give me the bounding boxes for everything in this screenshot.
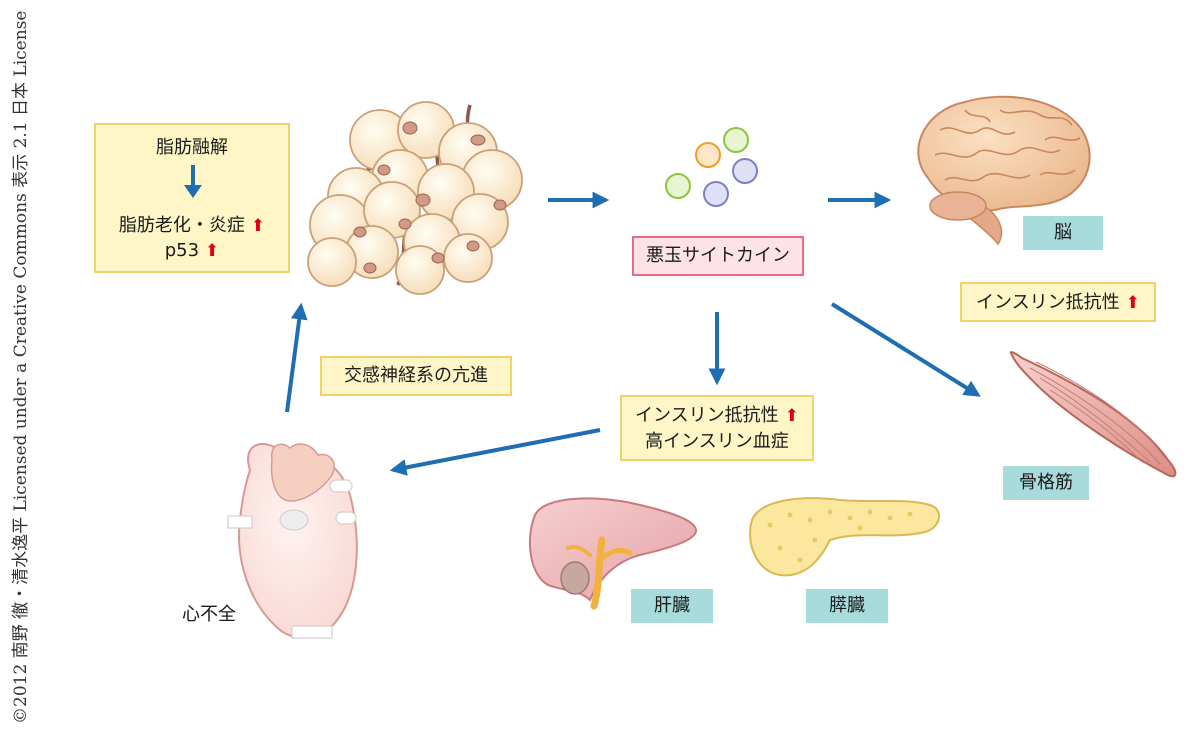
insulin-resistance-line1: インスリン抵抗性 — [635, 405, 779, 426]
cytokine-balls-icon — [665, 127, 758, 207]
lipolysis-box: 脂肪融解 脂肪老化・炎症⬆ p53⬆ — [94, 123, 290, 273]
insulin-resistance-box: インスリン抵抗性⬆ 高インスリン血症 — [620, 395, 814, 461]
down-arrow-icon — [184, 165, 202, 198]
up-arrow-icon: ⬆ — [205, 241, 220, 261]
lipolysis-line2-row: 脂肪老化・炎症⬆ — [96, 215, 288, 238]
brain-insulin-text: インスリン抵抗性 — [976, 292, 1120, 313]
brain-insulin-box: インスリン抵抗性⬆ — [960, 282, 1156, 322]
up-arrow-icon: ⬆ — [250, 216, 266, 236]
brain-insulin-row: インスリン抵抗性⬆ — [962, 292, 1154, 315]
heart-icon — [227, 443, 358, 639]
heart-failure-label: 心不全 — [182, 604, 236, 625]
insulin-resistance-line2: 高インスリン血症 — [645, 431, 789, 452]
arrow-heart-to-fat — [285, 302, 308, 413]
cytokine-label: 悪玉サイトカイン — [632, 236, 804, 276]
copyright-text: ©2012 南野 徹・清水逸平 Licensed under a Creativ… — [11, 10, 31, 724]
brain-label: 脳 — [1023, 216, 1103, 250]
lipolysis-line3-row: p53⬆ — [96, 240, 288, 263]
up-arrow-icon: ⬆ — [1125, 293, 1140, 313]
pancreas-icon — [749, 497, 940, 577]
lipolysis-line1: 脂肪融解 — [156, 137, 228, 158]
arrow-insulin-to-heart — [389, 428, 601, 476]
liver-label: 肝臓 — [631, 589, 713, 623]
lipolysis-line2: 脂肪老化・炎症 — [118, 215, 245, 236]
arrow-cytokine-to-muscle — [830, 302, 981, 397]
muscle-icon — [1009, 351, 1177, 478]
flow-arrows — [285, 191, 981, 476]
pancreas-label: 膵臓 — [806, 589, 888, 623]
brain-icon — [917, 95, 1091, 246]
liver-icon — [528, 497, 697, 610]
sympathetic-label: 交感神経系の亢進 — [320, 356, 512, 396]
fat-cells-icon — [307, 101, 523, 295]
up-arrow-icon: ⬆ — [784, 406, 799, 426]
muscle-label: 骨格筋 — [1003, 466, 1089, 500]
insulin-resistance-row1: インスリン抵抗性⬆ — [622, 405, 812, 428]
lipolysis-line3: p53 — [164, 240, 200, 261]
